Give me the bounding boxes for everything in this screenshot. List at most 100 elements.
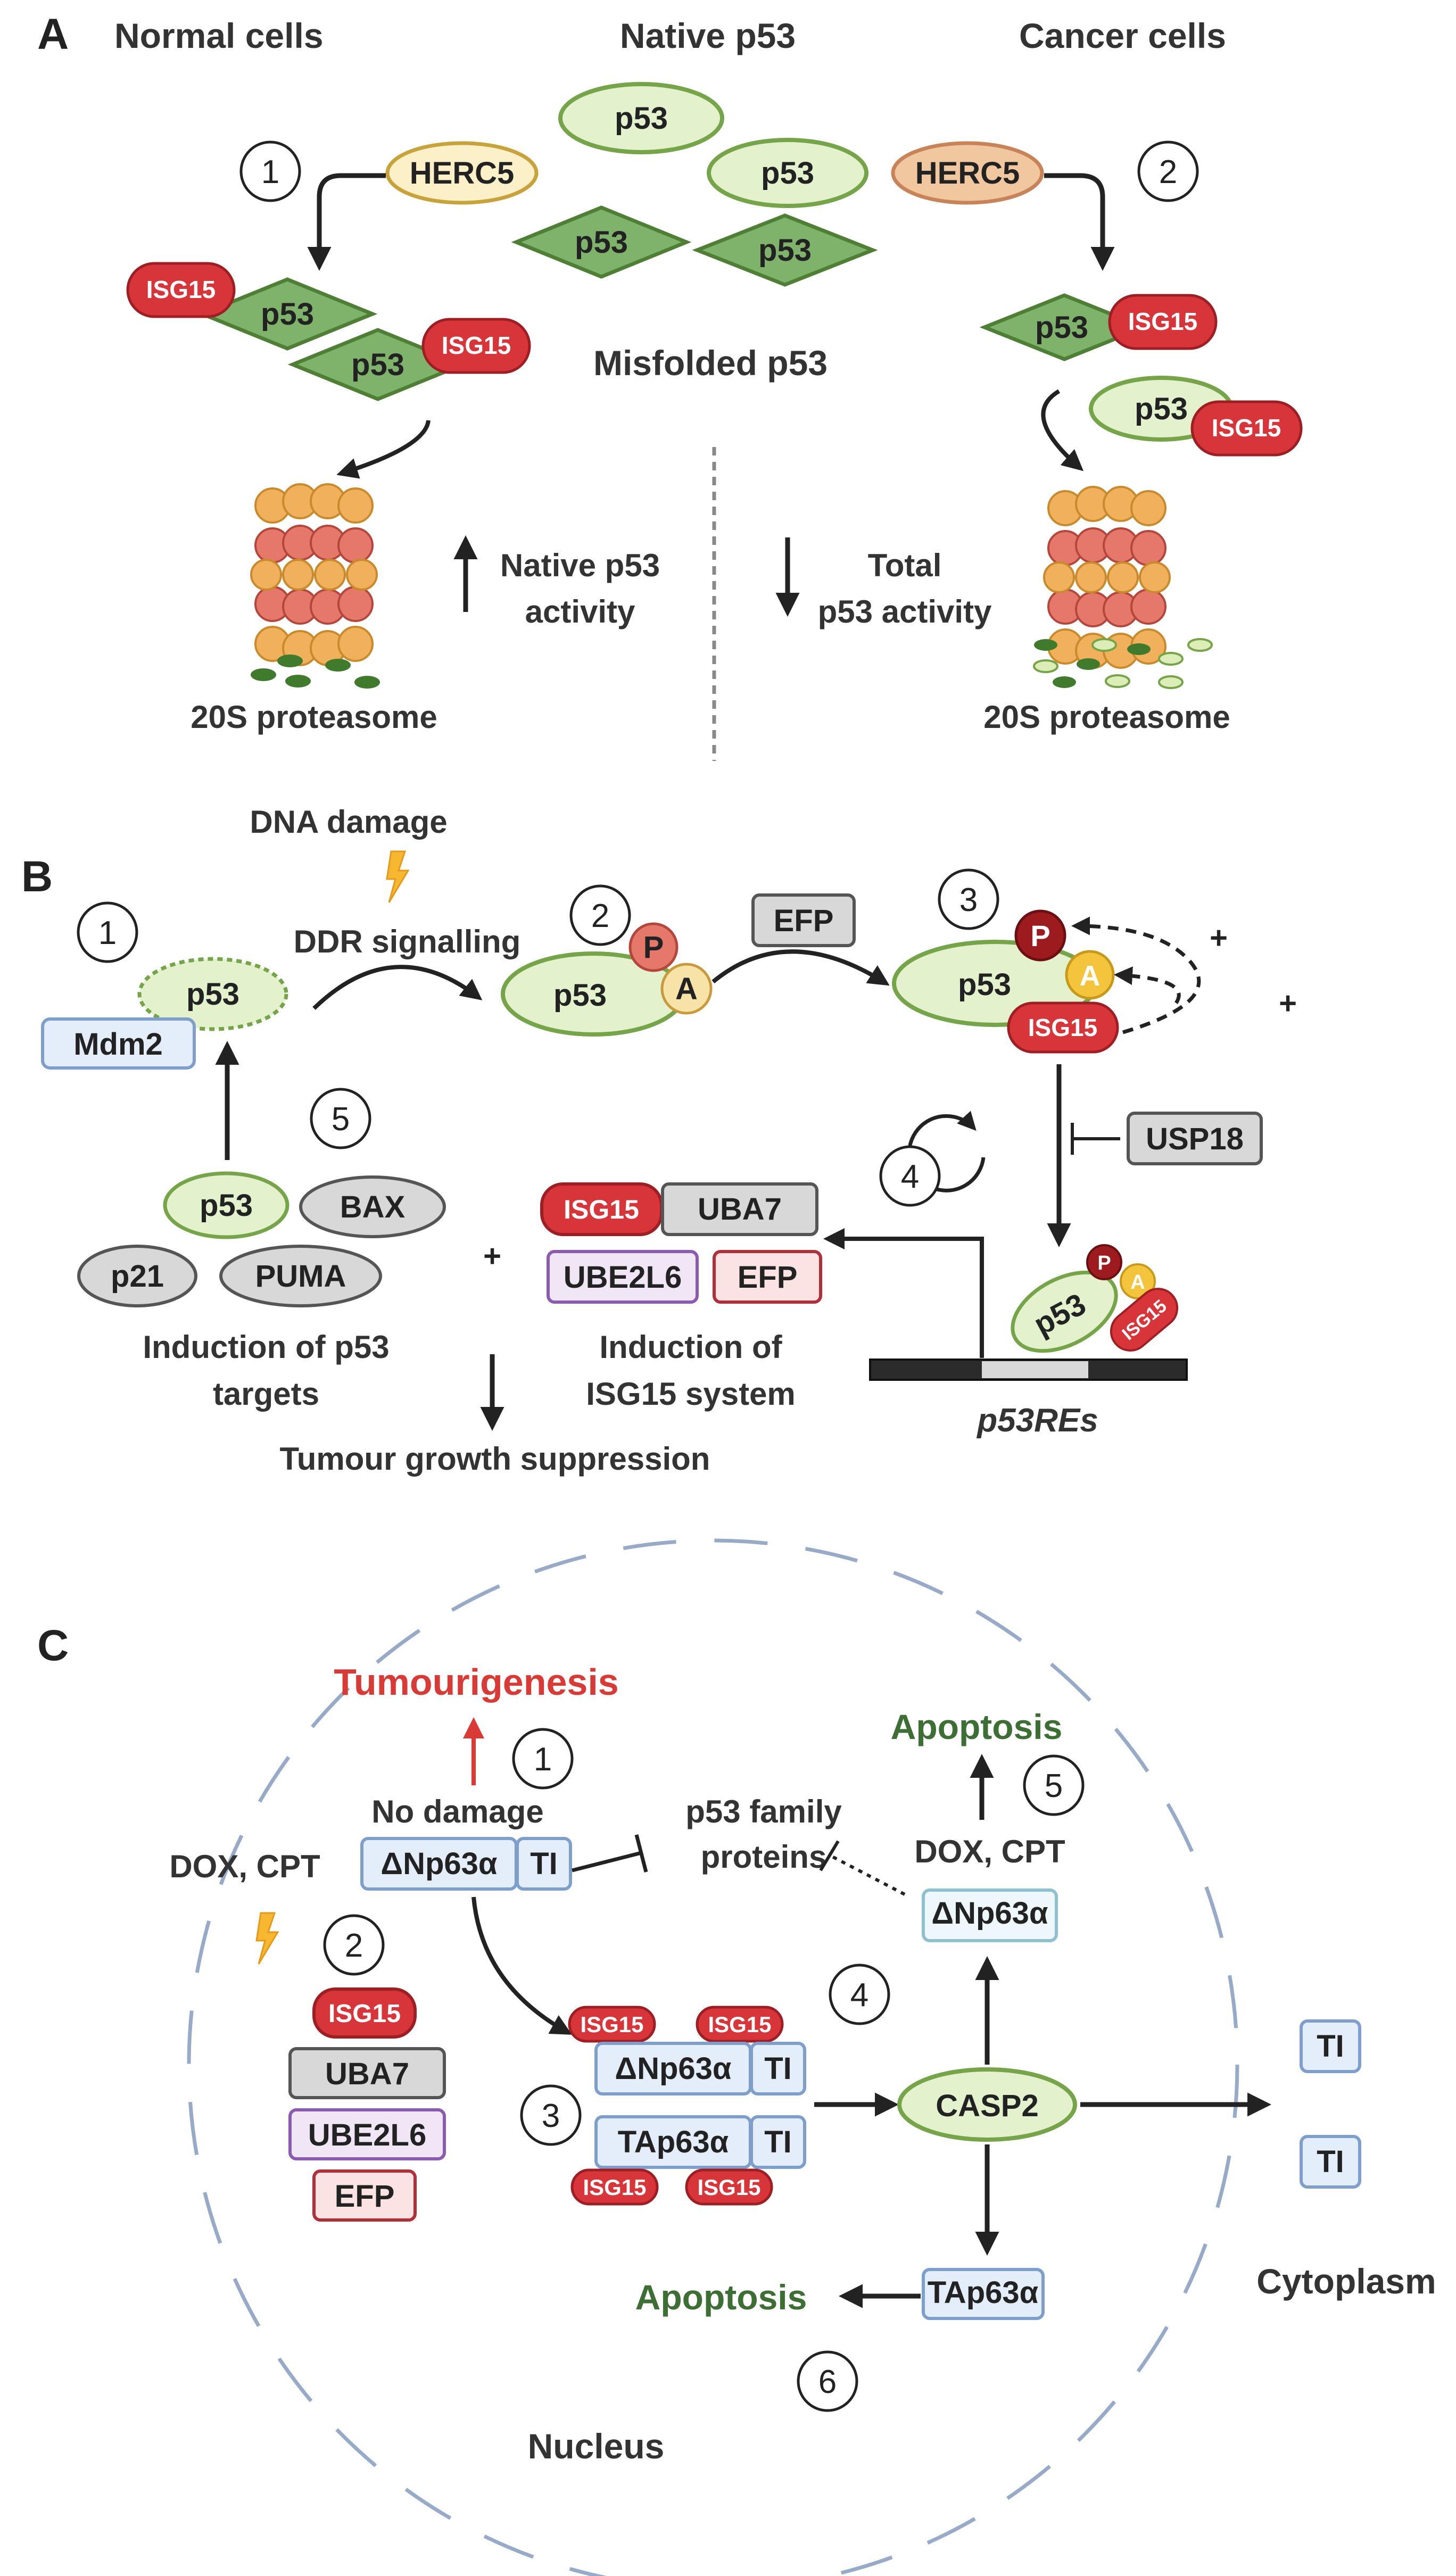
svg-text:A: A: [1130, 1271, 1145, 1294]
native-p53-oval-2: p53: [707, 138, 868, 208]
svg-text:A: A: [1080, 960, 1101, 992]
misfolded-p53-diamond-1: p53: [511, 205, 692, 279]
svg-text:UBA7: UBA7: [325, 2057, 409, 2091]
svg-text:2: 2: [345, 1927, 363, 1964]
tumourigenesis-label: Tumourigenesis: [334, 1661, 618, 1703]
arrow-to-proteasome-cancer: [1041, 389, 1084, 471]
svg-text:p53: p53: [758, 233, 812, 268]
dnp63a-isgylated: ISG15 ISG15 ΔNp63α TI: [568, 2006, 806, 2095]
svg-text:p53: p53: [1035, 310, 1088, 345]
cytoplasm-label: Cytoplasm: [1256, 2262, 1436, 2301]
total-activity-line1: Total: [868, 548, 942, 583]
svg-text:P: P: [643, 930, 664, 965]
svg-text:ISG15: ISG15: [1212, 414, 1281, 442]
step-1-marker: 1: [239, 140, 301, 202]
cancer-cells-heading: Cancer cells: [1019, 16, 1226, 55]
ti-cytoplasm-2: TI: [1300, 2135, 1361, 2189]
arrow-efp: [712, 949, 890, 986]
induction-targets-line2: targets: [213, 1376, 319, 1412]
inhibition-line-top: [572, 1851, 642, 1873]
svg-text:ISG15: ISG15: [328, 2000, 401, 2028]
svg-text:ISG15: ISG15: [1128, 308, 1197, 335]
induction-isg15-line1: Induction of: [599, 1329, 782, 1365]
svg-text:UBE2L6: UBE2L6: [564, 1260, 682, 1295]
svg-text:TI: TI: [1317, 2144, 1344, 2179]
herc5-normal: HERC5: [385, 141, 539, 205]
arrow-to-proteasome-normal: [336, 420, 431, 479]
proteasome-normal: 20S proteasome: [191, 483, 437, 735]
svg-text:P: P: [1097, 1252, 1111, 1274]
apoptosis-top-label: Apoptosis: [891, 1707, 1063, 1746]
isg15-system-cluster-c: ISG15 UBA7 UBE2L6 EFP: [288, 1987, 446, 2222]
tap63a-isgylated: TAp63α TI ISG15 ISG15: [570, 2115, 806, 2206]
step-3-marker-b: 3: [938, 868, 999, 930]
step-1-marker-c: 1: [512, 1728, 574, 1790]
induction-isg15-line2: ISG15 system: [586, 1376, 796, 1412]
nucleus-boundary: [187, 1538, 1239, 2576]
svg-text:p53: p53: [200, 1188, 253, 1223]
feedback-arrow-a: [1114, 966, 1181, 1004]
svg-text:1: 1: [98, 915, 117, 951]
svg-text:2: 2: [591, 898, 609, 934]
arrow-to-isgylated-p63: [471, 1896, 573, 2035]
isg15-p53-normal-2: p53 ISG15: [287, 318, 531, 401]
svg-text:3: 3: [959, 882, 978, 918]
isg15-p53-cancer-misfolded: p53 ISG15: [979, 293, 1218, 361]
p53-family-line1: p53 family: [685, 1794, 842, 1829]
isg15-p53-cancer-native: p53 ISG15: [1089, 376, 1303, 457]
p53-dotted: p53: [137, 957, 288, 1031]
svg-text:TI: TI: [1317, 2029, 1344, 2064]
dox-cpt-right-label: DOX, CPT: [914, 1834, 1065, 1869]
tumour-growth-suppression-label: Tumour growth suppression: [280, 1441, 710, 1477]
step-2-marker-b: 2: [569, 884, 631, 946]
svg-text:p53: p53: [575, 225, 628, 260]
svg-text:ISG15: ISG15: [564, 1195, 639, 1224]
isg15-p53-normal-1: p53 ISG15: [126, 262, 378, 351]
native-p53-oval-1: p53: [558, 82, 724, 154]
svg-text:3: 3: [542, 2098, 560, 2134]
svg-text:A: A: [675, 972, 698, 1006]
p53-isgylated: p53 P A ISG15: [892, 909, 1119, 1054]
arrow-herc5-normal: [307, 173, 386, 271]
svg-text:1: 1: [534, 1741, 552, 1778]
svg-text:5: 5: [332, 1101, 350, 1138]
svg-text:p53: p53: [615, 101, 668, 136]
svg-text:ISG15: ISG15: [146, 276, 216, 303]
total-activity-line2: p53 activity: [818, 594, 992, 629]
svg-text:p53: p53: [186, 977, 239, 1012]
step-3-marker-c: 3: [520, 2084, 582, 2146]
svg-text:HERC5: HERC5: [410, 156, 515, 190]
step-5-marker-c: 5: [1023, 1754, 1085, 1816]
svg-text:EFP: EFP: [335, 2179, 395, 2214]
svg-text:p53: p53: [351, 347, 404, 382]
casp2-node: CASP2: [897, 2067, 1077, 2142]
svg-text:CASP2: CASP2: [936, 2089, 1038, 2123]
tap63a-cleaved: TAp63α: [922, 2268, 1045, 2320]
induction-targets-line1: Induction of p53: [143, 1329, 389, 1365]
dotted-inhibition-bar: [819, 1840, 840, 1871]
svg-text:TAp63α: TAp63α: [618, 2125, 729, 2159]
proteasome-cancer: 20S proteasome: [983, 486, 1230, 735]
step-4-marker-c: 4: [829, 1964, 890, 2025]
p53res-dna: p53 P A ISG15 p53REs: [869, 1244, 1188, 1439]
plus-sign-1: +: [1210, 921, 1228, 955]
ti-cytoplasm-1: TI: [1300, 2019, 1361, 2073]
p53-targets-cluster: p53 BAX p21 PUMA: [77, 1171, 446, 1307]
step-6-marker-c: 6: [797, 2350, 858, 2412]
svg-text:p53: p53: [1135, 392, 1188, 426]
native-activity-line2: activity: [525, 594, 635, 629]
svg-text:EFP: EFP: [738, 1260, 798, 1295]
herc5-cancer: HERC5: [891, 141, 1044, 205]
step-2-marker: 2: [1137, 140, 1199, 202]
svg-text:p53: p53: [261, 297, 314, 332]
svg-text:ISG15: ISG15: [580, 2012, 643, 2037]
svg-text:ISG15: ISG15: [1028, 1014, 1097, 1041]
svg-text:Mdm2: Mdm2: [73, 1027, 163, 1062]
misfolded-p53-label: Misfolded p53: [593, 343, 828, 383]
dox-cpt-left-label: DOX, CPT: [169, 1849, 320, 1884]
svg-text:ΔNp63α: ΔNp63α: [380, 1846, 498, 1881]
p53-phospho-acetyl: p53 P A: [501, 922, 713, 1037]
svg-text:p53: p53: [958, 967, 1011, 1002]
svg-text:ΔNp63α: ΔNp63α: [931, 1896, 1048, 1931]
efp-box-b: EFP: [751, 893, 856, 947]
